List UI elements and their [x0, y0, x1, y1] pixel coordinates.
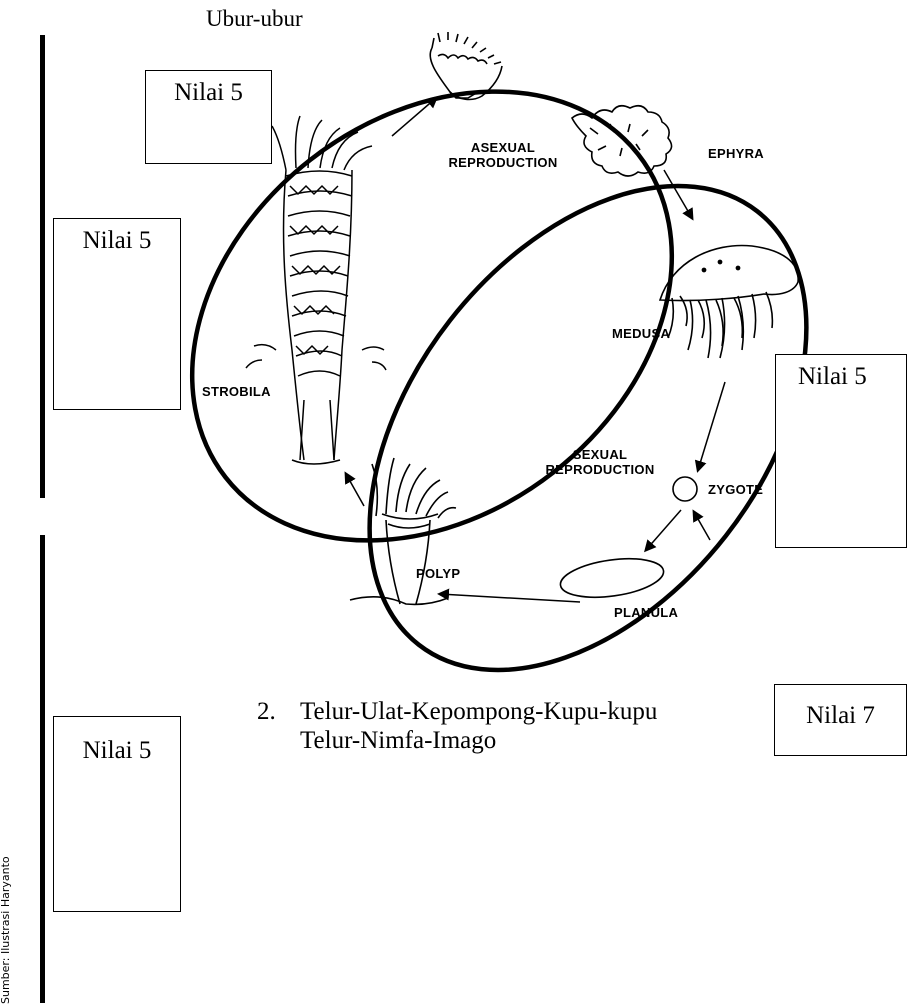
medusa-label: MEDUSA: [612, 326, 670, 341]
score-text: Nilai 5: [83, 227, 152, 254]
cycle-arrows: [346, 98, 725, 602]
asexual-reproduction-label: ASEXUAL REPRODUCTION: [440, 140, 566, 170]
score-box-answer-two: Nilai 7: [774, 684, 907, 756]
sexual-reproduction-label: SEXUAL REPRODUCTION: [536, 447, 664, 477]
ephyra-bud-illustration: [430, 32, 502, 99]
score-text: Nilai 5: [83, 737, 152, 764]
planula-label: PLANULA: [614, 605, 678, 620]
score-text: Nilai 5: [174, 79, 243, 106]
score-box-left-upper: Nilai 5: [53, 218, 181, 410]
polyp-label: POLYP: [416, 566, 460, 581]
score-box-left-lower: Nilai 5: [53, 716, 181, 912]
ephyra-illustration: [572, 106, 672, 176]
score-text: Nilai 5: [798, 363, 867, 390]
zygote-label: ZYGOTE: [708, 482, 774, 497]
score-text: Nilai 7: [806, 702, 875, 729]
score-box-right-middle: Nilai 5: [775, 354, 907, 548]
answer-number: 2.: [257, 697, 276, 726]
strobila-illustration: [246, 116, 386, 464]
strobila-label: STROBILA: [202, 384, 271, 399]
answer-line-2: Telur-Nimfa-Imago: [300, 726, 496, 755]
medusa-illustration: [660, 245, 798, 358]
ephyra-label: EPHYRA: [708, 146, 764, 161]
planula-illustration: [558, 553, 666, 603]
score-box-top-left: Nilai 5: [145, 70, 272, 164]
zygote-illustration: [673, 477, 697, 501]
answer-line-1: Telur-Ulat-Kepompong-Kupu-kupu: [300, 697, 657, 726]
